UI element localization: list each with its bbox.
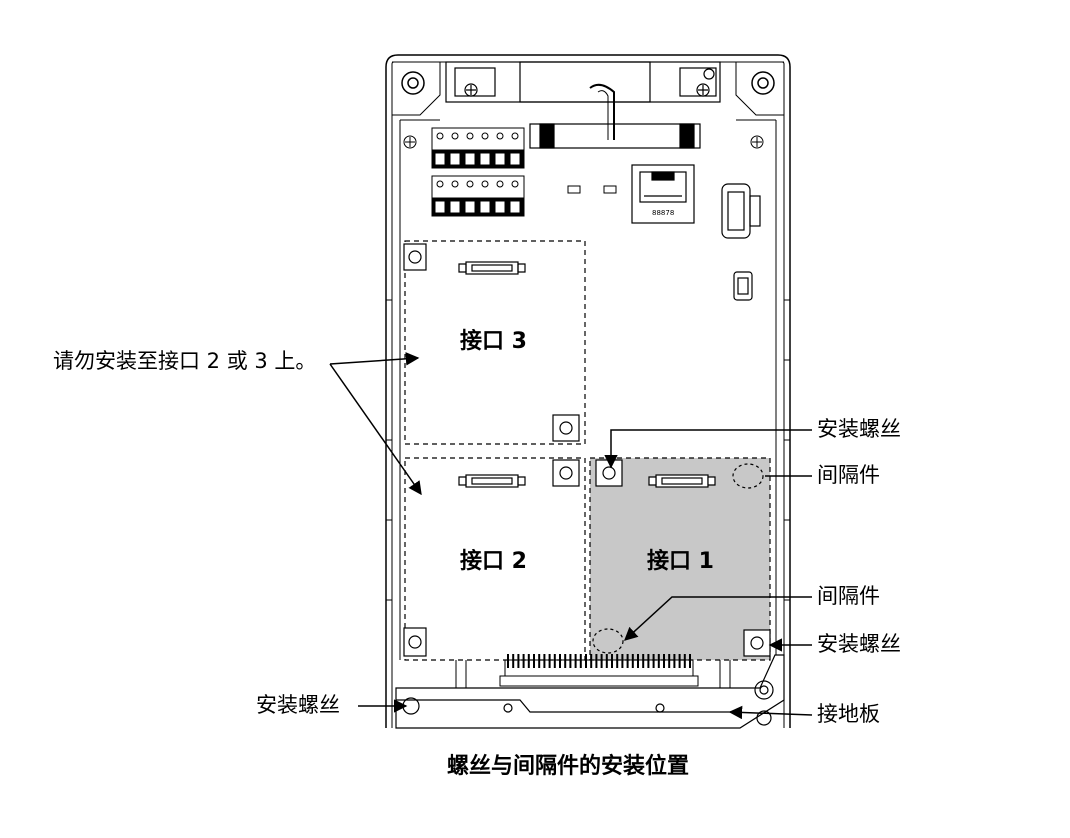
mounting-screw-label-bottom-right: 安装螺丝 bbox=[817, 632, 901, 656]
port-2-label: 接口 2 bbox=[460, 549, 527, 574]
terminal-screw bbox=[451, 132, 459, 140]
terminal-pin bbox=[480, 153, 490, 165]
screw-bosses bbox=[403, 243, 771, 657]
figure-caption: 螺丝与间隔件的安装位置 bbox=[447, 754, 690, 779]
board-connectors bbox=[458, 261, 716, 488]
bottom-edge-connector bbox=[455, 654, 731, 690]
terminal-pin bbox=[510, 153, 520, 165]
terminal-screw bbox=[511, 132, 519, 140]
do-not-install-note: 请勿安装至接口 2 或 3 上。 bbox=[53, 349, 317, 373]
terminal-pin bbox=[495, 153, 505, 165]
terminal-blocks bbox=[431, 127, 525, 217]
spacers bbox=[592, 463, 764, 654]
rj45-port: 88878 bbox=[631, 164, 695, 224]
device-housing bbox=[385, 54, 791, 728]
terminal-pin bbox=[465, 153, 475, 165]
ground-plate bbox=[395, 654, 785, 729]
terminal-screw bbox=[511, 180, 519, 188]
terminal-screw bbox=[436, 132, 444, 140]
spacer-label-top: 间隔件 bbox=[817, 463, 880, 487]
terminal-screw bbox=[496, 180, 504, 188]
usb-port bbox=[721, 183, 761, 301]
terminal-screw bbox=[466, 180, 474, 188]
terminal-pin bbox=[435, 201, 445, 213]
corner-holes bbox=[401, 71, 775, 95]
port-1-area bbox=[590, 458, 770, 660]
terminal-pin bbox=[480, 201, 490, 213]
spacer-label-middle: 间隔件 bbox=[817, 584, 880, 608]
callout-leaders bbox=[329, 352, 813, 720]
board-screws bbox=[403, 135, 764, 149]
mounting-screw-label-bottom-left: 安装螺丝 bbox=[256, 693, 340, 717]
terminal-pin bbox=[435, 153, 445, 165]
terminal-pin bbox=[450, 153, 460, 165]
terminal-screw bbox=[481, 180, 489, 188]
terminal-screw bbox=[466, 132, 474, 140]
ground-plate-label: 接地板 bbox=[817, 702, 880, 726]
terminal-pin bbox=[495, 201, 505, 213]
mounting-screw-label-top: 安装螺丝 bbox=[817, 417, 901, 441]
terminal-screw bbox=[481, 132, 489, 140]
terminal-screw bbox=[436, 180, 444, 188]
terminal-screw bbox=[451, 180, 459, 188]
port-3-label: 接口 3 bbox=[460, 329, 527, 354]
port-1-label: 接口 1 bbox=[647, 549, 714, 574]
terminal-screw bbox=[496, 132, 504, 140]
terminal-pin bbox=[510, 201, 520, 213]
terminal-pin bbox=[450, 201, 460, 213]
status-leds bbox=[567, 185, 617, 194]
terminal-pin bbox=[465, 201, 475, 213]
rj45-marking: 88878 bbox=[652, 209, 674, 217]
top-cable-assembly bbox=[445, 61, 721, 149]
